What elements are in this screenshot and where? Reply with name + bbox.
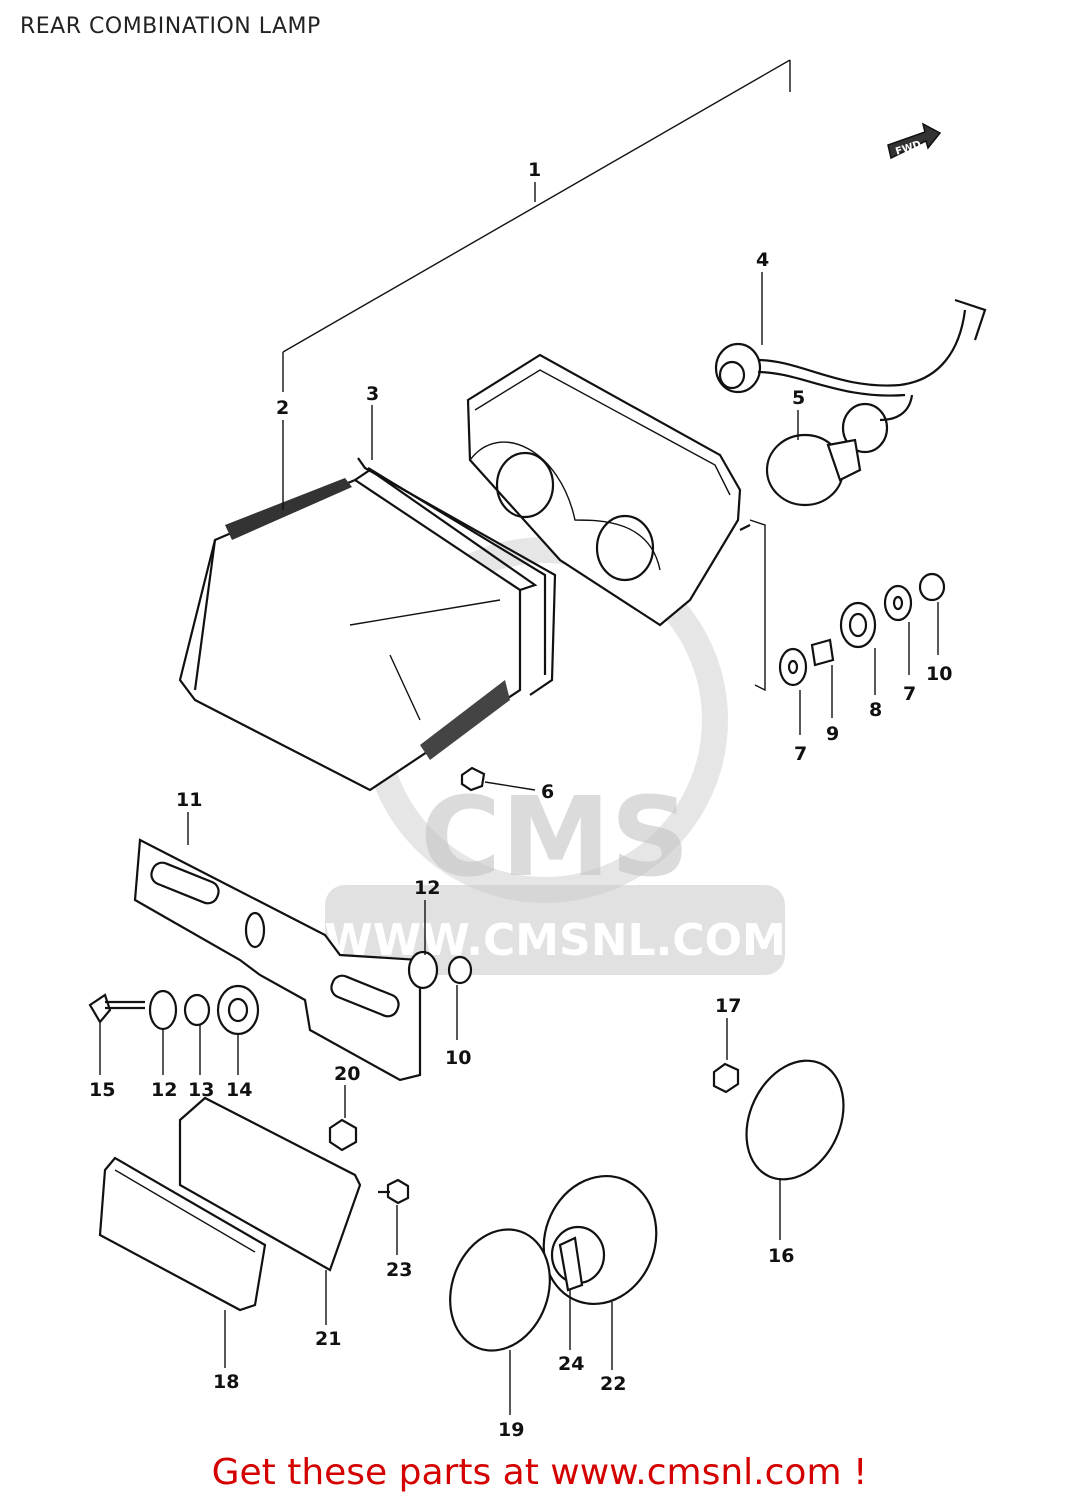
bulb-socket-harness (714, 298, 987, 454)
reflector-assembly (98, 1096, 410, 1312)
round-reflectors (449, 1059, 845, 1352)
callout-numbers: 1 2 3 4 5 6 7 7 8 9 10 10 11 12 12 13 14… (89, 159, 952, 1441)
lamp-lens (178, 468, 538, 792)
callout-2: 2 (276, 397, 289, 419)
diagram-title: REAR COMBINATION LAMP (20, 14, 321, 39)
watermark-url-text: WWW.CMSNL.COM (324, 915, 786, 966)
callout-19: 19 (498, 1419, 524, 1441)
callout-3: 3 (366, 383, 379, 405)
callout-12b: 12 (151, 1079, 177, 1101)
nut-6 (460, 766, 536, 792)
mounting-hardware-right (749, 519, 946, 692)
callout-18: 18 (213, 1371, 239, 1393)
callout-7a: 7 (794, 743, 807, 765)
callout-10b: 10 (445, 1047, 471, 1069)
callout-11: 11 (176, 789, 202, 811)
callout-22: 22 (600, 1373, 626, 1395)
callout-20: 20 (334, 1063, 360, 1085)
callout-21: 21 (315, 1328, 341, 1350)
mounting-hardware-left (88, 950, 473, 1036)
lamp-gasket (357, 457, 557, 696)
callout-15: 15 (89, 1079, 115, 1101)
callout-23: 23 (386, 1259, 412, 1281)
callout-10a: 10 (926, 663, 952, 685)
callout-24: 24 (558, 1353, 584, 1375)
bulb (765, 433, 862, 507)
callout-1: 1 (528, 159, 541, 181)
fwd-arrow-icon: FWD (887, 122, 942, 160)
callout-8: 8 (869, 699, 882, 721)
footer-promo-link[interactable]: Get these parts at www.cmsnl.com ! (211, 1452, 868, 1493)
callout-4: 4 (756, 249, 769, 271)
leader-lines (99, 182, 939, 1415)
callout-6: 6 (541, 781, 554, 803)
callout-7b: 7 (903, 683, 916, 705)
callout-9: 9 (826, 723, 839, 745)
callout-16: 16 (768, 1245, 794, 1267)
callout-5: 5 (792, 387, 805, 409)
callout-17: 17 (715, 995, 741, 1017)
assembly-bracket (282, 59, 791, 392)
callout-12a: 12 (414, 877, 440, 899)
lamp-housing (466, 353, 751, 627)
callout-14: 14 (226, 1079, 252, 1101)
license-bracket (133, 838, 422, 1082)
watermark-logo-text: CMS (420, 773, 689, 901)
callout-13: 13 (188, 1079, 214, 1101)
